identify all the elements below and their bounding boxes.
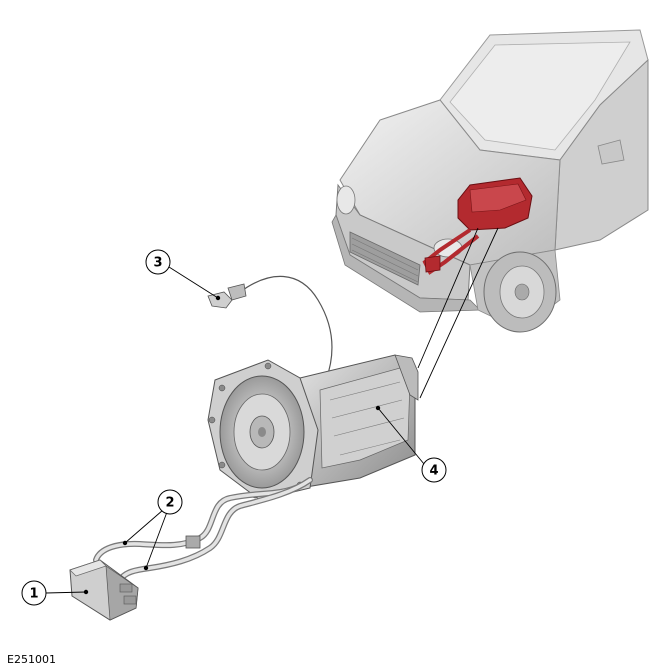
vehicle-front-view	[331, 29, 649, 333]
callout-4-label: 4	[429, 464, 438, 479]
cooler-pipes	[93, 477, 313, 583]
transmission-fluid-cooler	[69, 559, 139, 621]
callout-1-label: 1	[29, 587, 38, 602]
callout-3-label: 3	[153, 256, 162, 271]
callout-2-label: 2	[165, 496, 174, 511]
transmission-assembly	[207, 354, 419, 501]
highlighted-transmission-location	[422, 177, 533, 275]
callout-2: 2	[124, 489, 183, 569]
vehicle-leader-line-2	[419, 227, 499, 399]
figure-reference-code: E251001	[7, 653, 56, 666]
vehicle-leader-line-1	[417, 227, 479, 369]
callout-3: 3	[145, 249, 219, 299]
callout-4: 4	[377, 407, 447, 483]
callout-1: 1	[21, 580, 87, 606]
